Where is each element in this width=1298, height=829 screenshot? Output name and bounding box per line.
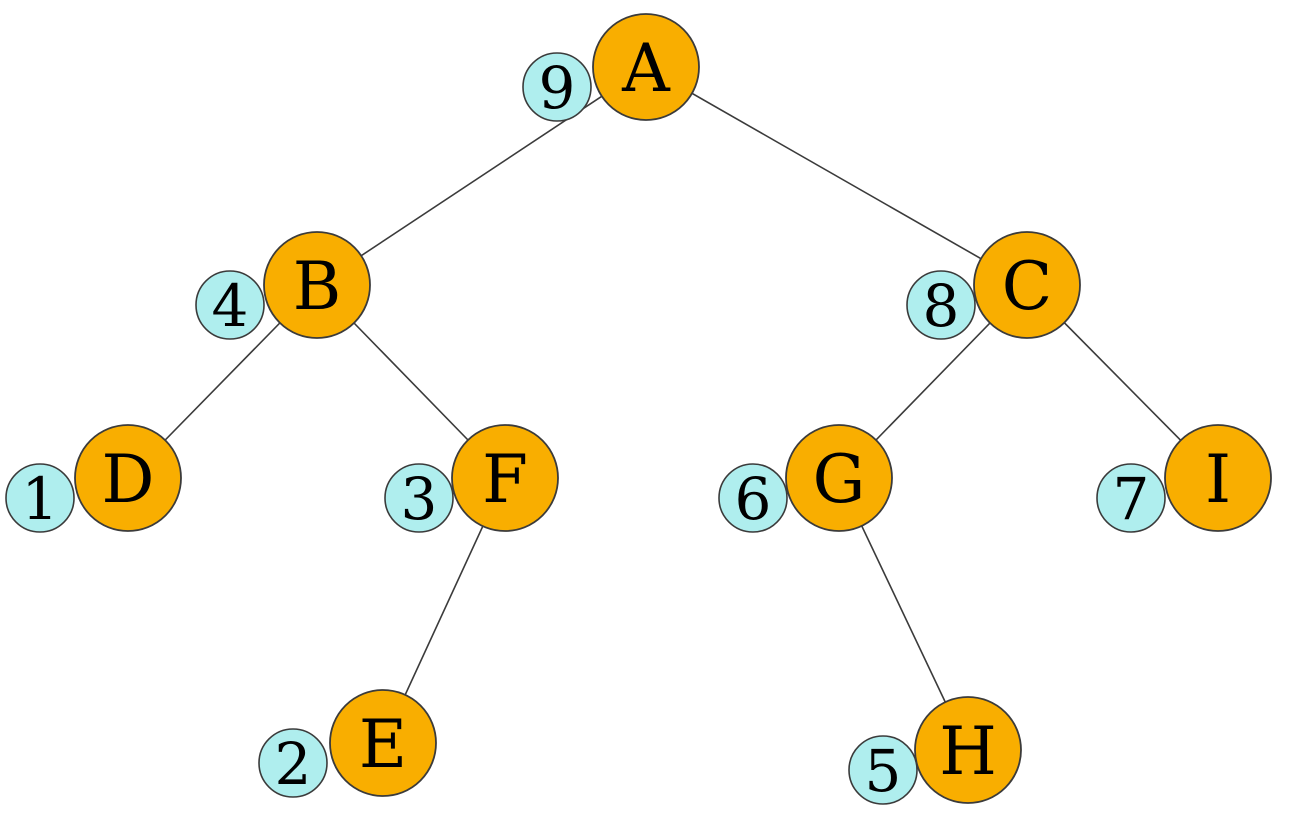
order-badge-number-G: 6 bbox=[735, 465, 772, 533]
tree-node-circle-F bbox=[451, 424, 559, 532]
edge-A-B bbox=[316, 66, 647, 286]
order-badge-number-H: 5 bbox=[865, 737, 902, 805]
order-badge-H: 5 bbox=[848, 735, 918, 805]
order-badge-circle-A bbox=[522, 52, 592, 122]
order-badge-circle-D bbox=[5, 463, 75, 533]
tree-node-A: A bbox=[592, 13, 700, 121]
tree-node-label-E: E bbox=[359, 706, 407, 783]
tree-node-circle-D bbox=[74, 424, 182, 532]
tree-node-H: H bbox=[914, 696, 1022, 804]
order-badge-E: 2 bbox=[258, 728, 328, 798]
order-badge-number-C: 8 bbox=[923, 272, 960, 340]
order-badge-number-I: 7 bbox=[1113, 465, 1150, 533]
order-badge-number-A: 9 bbox=[539, 54, 576, 122]
tree-node-C: C bbox=[973, 231, 1081, 339]
tree-node-label-D: D bbox=[102, 441, 155, 518]
tree-node-label-F: F bbox=[482, 441, 528, 518]
tree-node-B: B bbox=[263, 231, 371, 339]
order-badge-circle-G bbox=[718, 463, 788, 533]
tree-node-circle-E bbox=[329, 689, 437, 797]
order-badge-G: 6 bbox=[718, 463, 788, 533]
tree-node-E: E bbox=[329, 689, 437, 797]
tree-node-G: G bbox=[785, 424, 893, 532]
tree-node-label-C: C bbox=[1002, 248, 1053, 325]
order-badge-circle-E bbox=[258, 728, 328, 798]
tree-node-label-B: B bbox=[293, 248, 342, 325]
tree-node-circle-C bbox=[973, 231, 1081, 339]
tree-node-label-A: A bbox=[621, 30, 671, 107]
tree-node-I: I bbox=[1164, 424, 1272, 532]
tree-node-circle-G bbox=[785, 424, 893, 532]
order-badge-A: 9 bbox=[522, 52, 592, 122]
order-badge-C: 8 bbox=[906, 270, 976, 340]
order-badge-number-D: 1 bbox=[22, 465, 59, 533]
tree-node-circle-I bbox=[1164, 424, 1272, 532]
tree-node-circle-B bbox=[263, 231, 371, 339]
tree-node-F: F bbox=[451, 424, 559, 532]
tree-node-D: D bbox=[74, 424, 182, 532]
tree-node-circle-A bbox=[592, 13, 700, 121]
order-badge-B: 4 bbox=[195, 270, 265, 340]
tree-node-label-I: I bbox=[1205, 441, 1231, 518]
edge-A-C bbox=[645, 66, 1028, 286]
order-badge-number-E: 2 bbox=[275, 730, 312, 798]
tree-node-label-G: G bbox=[813, 441, 866, 518]
tree-node-circle-H bbox=[914, 696, 1022, 804]
order-badge-circle-C bbox=[906, 270, 976, 340]
order-badge-number-F: 3 bbox=[401, 465, 438, 533]
order-badge-D: 1 bbox=[5, 463, 75, 533]
order-badge-circle-B bbox=[195, 270, 265, 340]
order-badge-circle-H bbox=[848, 735, 918, 805]
order-badge-I: 7 bbox=[1096, 463, 1166, 533]
order-badge-F: 3 bbox=[384, 463, 454, 533]
order-badge-number-B: 4 bbox=[212, 272, 249, 340]
tree-node-label-H: H bbox=[939, 713, 997, 790]
order-badge-circle-F bbox=[384, 463, 454, 533]
order-badge-circle-I bbox=[1096, 463, 1166, 533]
